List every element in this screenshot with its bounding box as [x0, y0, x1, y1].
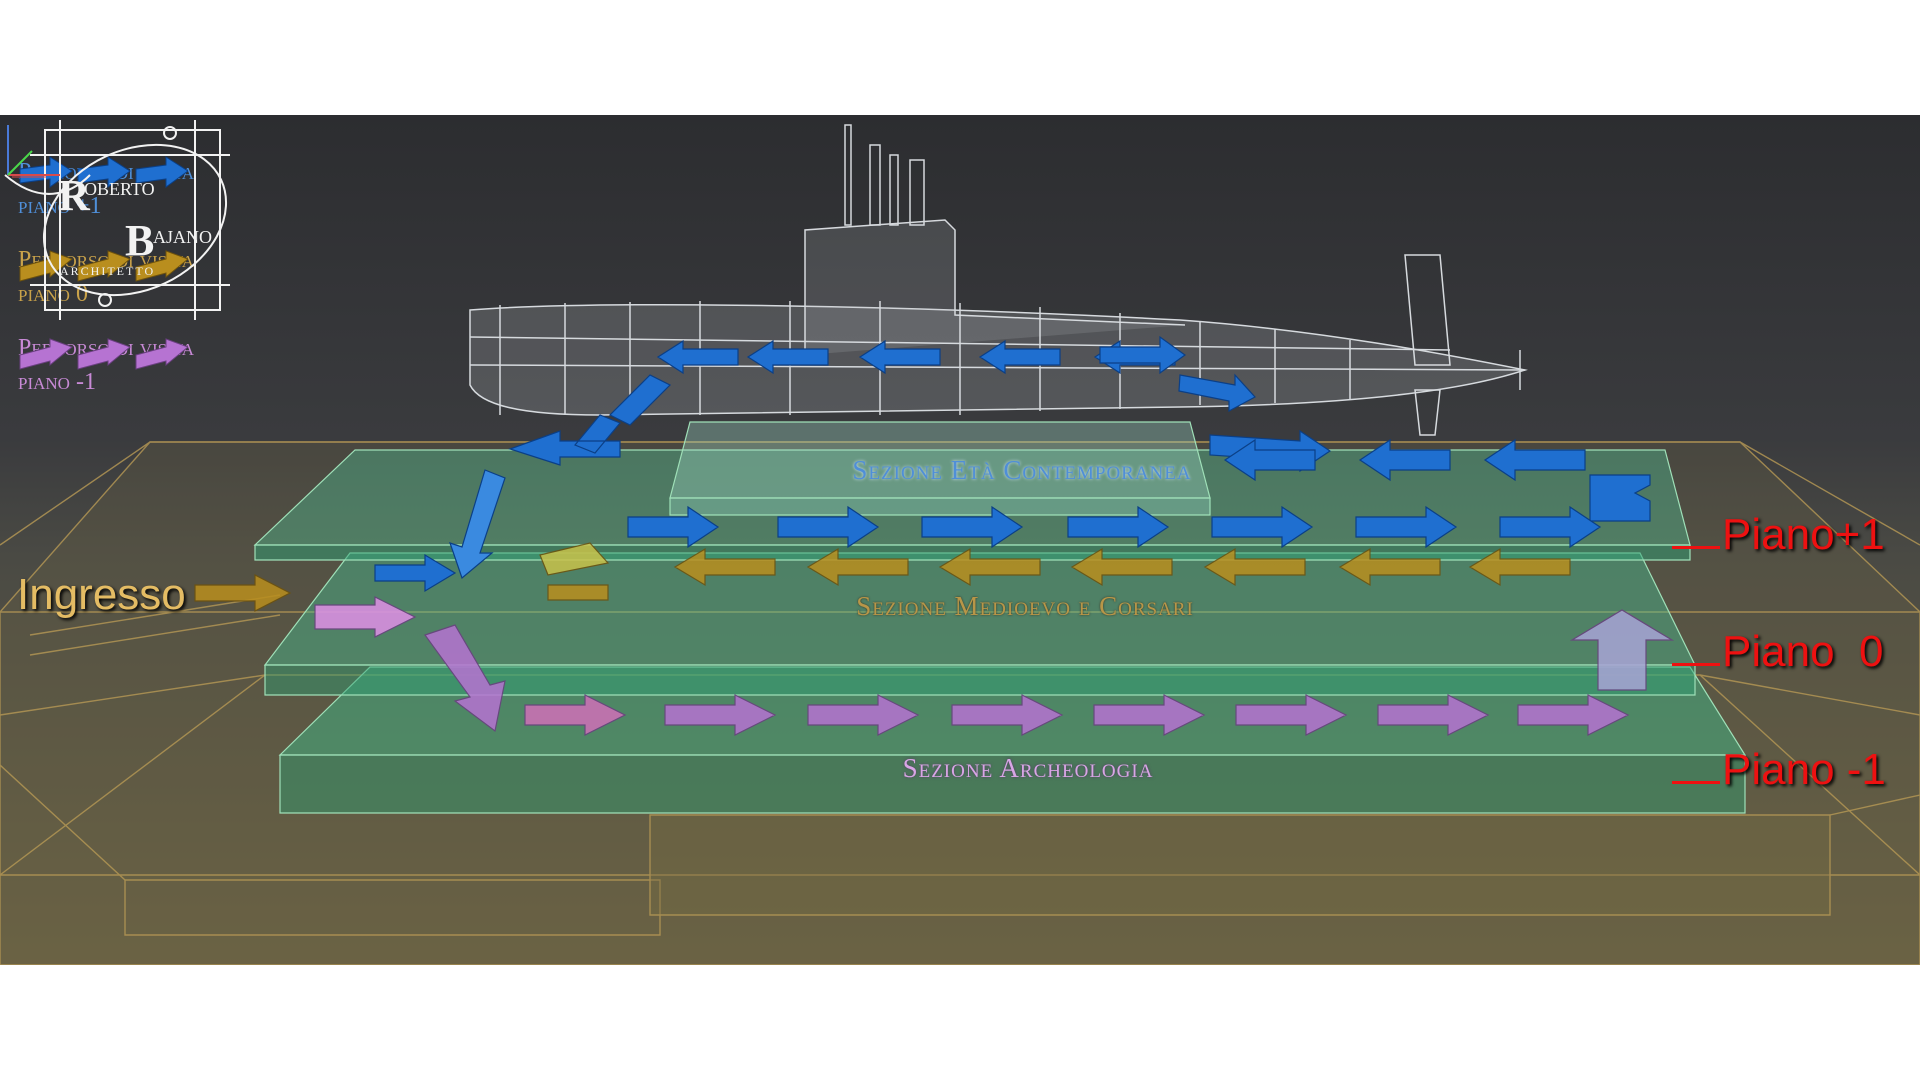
route-arrow-blue	[656, 339, 1176, 375]
leader-line	[1672, 546, 1720, 549]
floor-label-text: Piano -1	[1722, 745, 1886, 794]
svg-text:B: B	[125, 216, 154, 265]
svg-text:ARCHITETTO: ARCHITETTO	[60, 264, 155, 278]
floor-label-piano-meno1: Piano -1	[1672, 745, 1886, 795]
leader-line	[1672, 781, 1720, 784]
route-piano-0	[194, 542, 1571, 612]
legend-entry-piano-meno1: Percorso di visita piano -1	[18, 331, 308, 399]
floor-label-piano-1: Piano+1	[1672, 510, 1885, 560]
floor-label-piano-0: Piano 0	[1672, 627, 1883, 677]
axes-gizmo-icon	[7, 125, 60, 178]
route-piano-meno1	[314, 596, 1675, 736]
legend-entry-piano-1: Percorso di visita piano +1	[18, 155, 308, 223]
architect-logo: R OBERTO B AJANO ARCHITETTO	[4, 120, 230, 320]
entrance-label: Ingresso	[17, 570, 186, 619]
scene-drawing	[0, 124, 1920, 965]
legend-floor: piano -1	[18, 369, 96, 395]
legend-arrow-icon	[19, 338, 188, 370]
section-label-archeologia: Sezione Archeologia	[902, 753, 1154, 783]
museum-section-diagram: Percorso di visita piano +1 Percorso di …	[0, 115, 1920, 965]
section-label-contemporanea: Sezione Età Contemporanea	[852, 455, 1192, 485]
svg-text:OBERTO: OBERTO	[84, 179, 155, 199]
route-piano-1	[374, 335, 1651, 593]
leader-line	[1672, 663, 1720, 666]
svg-text:AJANO: AJANO	[153, 227, 212, 247]
section-label-medioevo: Sezione Medioevo e Corsari	[856, 591, 1194, 621]
svg-text:R: R	[58, 171, 91, 220]
submarine	[469, 124, 1528, 436]
floor-plates	[253, 421, 1747, 814]
floor-label-text: Piano 0	[1722, 627, 1884, 676]
floor-label-text: Piano+1	[1722, 510, 1885, 559]
